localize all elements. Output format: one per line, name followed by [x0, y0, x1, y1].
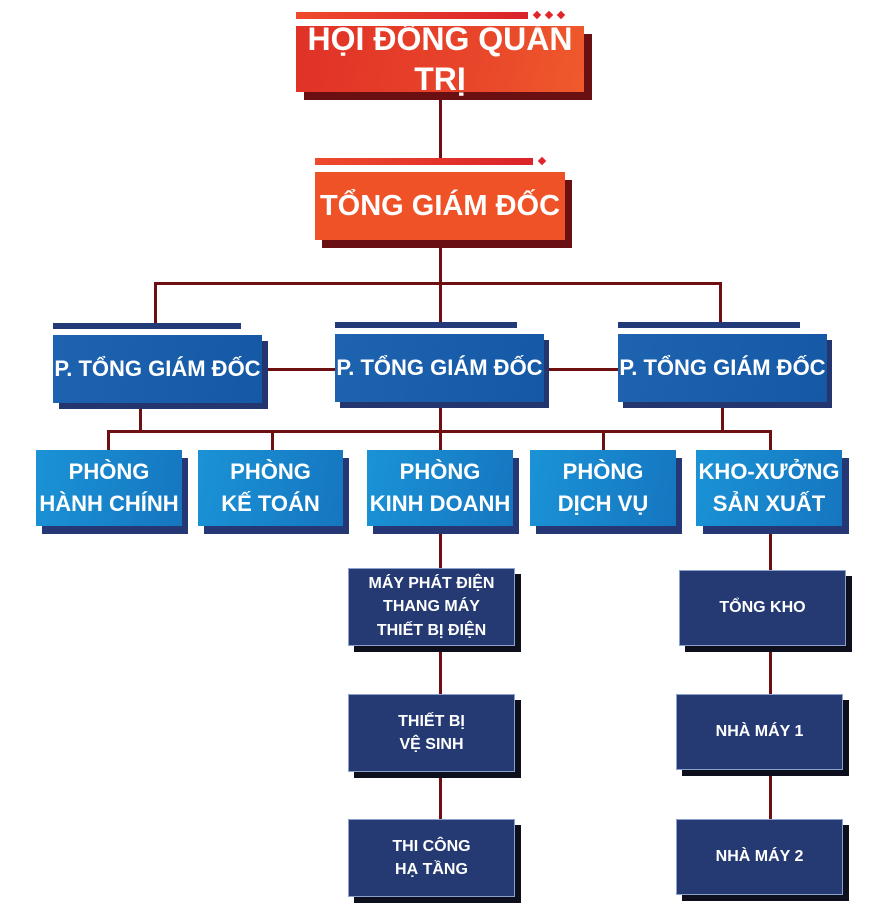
connector-deputy-left-middle: [260, 368, 336, 371]
connector-deputy-left-down: [139, 408, 142, 432]
deputy-3-label: P. TỔNG GIÁM ĐỐC: [619, 355, 826, 381]
department-1-line2: HÀNH CHÍNH: [39, 491, 179, 516]
connector-deputy-bus: [154, 282, 721, 285]
sales-unit-1-line3: THIẾT BỊ ĐIỆN: [376, 621, 487, 639]
production-unit-1-label: TỔNG KHO: [719, 599, 806, 617]
deputy-2-box[interactable]: P. TỔNG GIÁM ĐỐC: [335, 334, 544, 402]
production-unit-1-box[interactable]: TỔNG KHO: [679, 570, 846, 646]
deputy-3-box[interactable]: P. TỔNG GIÁM ĐỐC: [618, 334, 827, 402]
sales-unit-1-line1: MÁY PHÁT ĐIỆN: [368, 575, 495, 593]
department-2-line1: PHÒNG: [230, 459, 311, 485]
deputy-2-label: P. TỔNG GIÁM ĐỐC: [336, 355, 543, 381]
board-accent-diamond: [556, 10, 566, 20]
connector-deputy-left-drop: [154, 282, 157, 324]
department-3-line2: KINH DOANH: [369, 491, 511, 516]
department-2-line2: KẾ TOÁN: [221, 491, 320, 516]
ceo-box[interactable]: TỔNG GIÁM ĐỐC: [315, 172, 565, 240]
sales-unit-2-box[interactable]: THIẾT BỊ VỆ SINH: [348, 694, 515, 772]
deputy-1-accent-bar: [53, 323, 241, 329]
connector-deputy-middle-down: [439, 408, 442, 432]
production-unit-3-box[interactable]: NHÀ MÁY 2: [676, 819, 843, 895]
department-4-box[interactable]: PHÒNG DỊCH VỤ: [530, 450, 676, 526]
ceo-accent-diamond: [537, 156, 547, 166]
sales-unit-3-line1: THI CÔNG: [392, 837, 471, 855]
sales-unit-2-line2: VỆ SINH: [399, 736, 464, 753]
department-3-box[interactable]: PHÒNG KINH DOANH: [367, 450, 513, 526]
department-2-box[interactable]: PHÒNG KẾ TOÁN: [198, 450, 343, 526]
board-box[interactable]: HỘI ĐỒNG QUẢN TRỊ: [296, 21, 584, 97]
sales-unit-1-line2: THANG MÁY: [383, 598, 480, 616]
production-unit-2-label: NHÀ MÁY 1: [715, 723, 804, 741]
department-5-box[interactable]: KHO-XƯỞNG SẢN XUẤT: [696, 450, 842, 526]
department-3-line1: PHÒNG: [399, 459, 481, 485]
connector-dept-4-drop: [602, 430, 605, 452]
production-unit-3-label: NHÀ MÁY 2: [715, 848, 804, 866]
connector-sales-chain: [439, 530, 442, 820]
sales-unit-2-line1: THIẾT BỊ: [398, 712, 465, 730]
board-label: HỘI ĐỒNG QUẢN TRỊ: [307, 21, 573, 97]
board-accent-diamond: [532, 10, 542, 20]
department-5-line1: KHO-XƯỞNG: [698, 459, 840, 485]
deputy-3-accent-bar: [618, 322, 800, 328]
deputy-1-label: P. TỔNG GIÁM ĐỐC: [54, 356, 261, 382]
ceo-label: TỔNG GIÁM ĐỐC: [319, 189, 561, 222]
production-unit-2-box[interactable]: NHÀ MÁY 1: [676, 694, 843, 770]
connector-deputy-middle-right: [548, 368, 618, 371]
sales-unit-3-box[interactable]: THI CÔNG HẠ TẦNG: [348, 819, 515, 897]
department-1-line1: PHÒNG: [68, 459, 150, 485]
connector-dept-1-drop: [107, 430, 110, 452]
connector-production-chain: [769, 530, 772, 820]
connector-deputy-right-down: [721, 408, 724, 432]
department-5-line2: SẢN XUẤT: [712, 491, 826, 516]
deputy-1-box[interactable]: P. TỔNG GIÁM ĐỐC: [53, 335, 262, 403]
ceo-accent-bar: [315, 158, 533, 165]
board-accent-bar: [296, 12, 528, 19]
department-4-line1: PHÒNG: [562, 459, 644, 485]
sales-unit-1-box[interactable]: MÁY PHÁT ĐIỆN THANG MÁY THIẾT BỊ ĐIỆN: [348, 568, 515, 646]
connector-dept-3-drop: [439, 430, 442, 452]
sales-unit-3-line2: HẠ TẦNG: [395, 861, 468, 878]
department-1-box[interactable]: PHÒNG HÀNH CHÍNH: [36, 450, 182, 526]
board-accent-diamond: [544, 10, 554, 20]
connector-board-ceo: [439, 96, 442, 158]
deputy-2-accent-bar: [335, 322, 517, 328]
connector-dept-5-drop: [769, 430, 772, 452]
connector-deputy-right-drop: [719, 282, 722, 324]
department-4-line2: DỊCH VỤ: [557, 491, 649, 516]
connector-dept-2-drop: [271, 430, 274, 452]
